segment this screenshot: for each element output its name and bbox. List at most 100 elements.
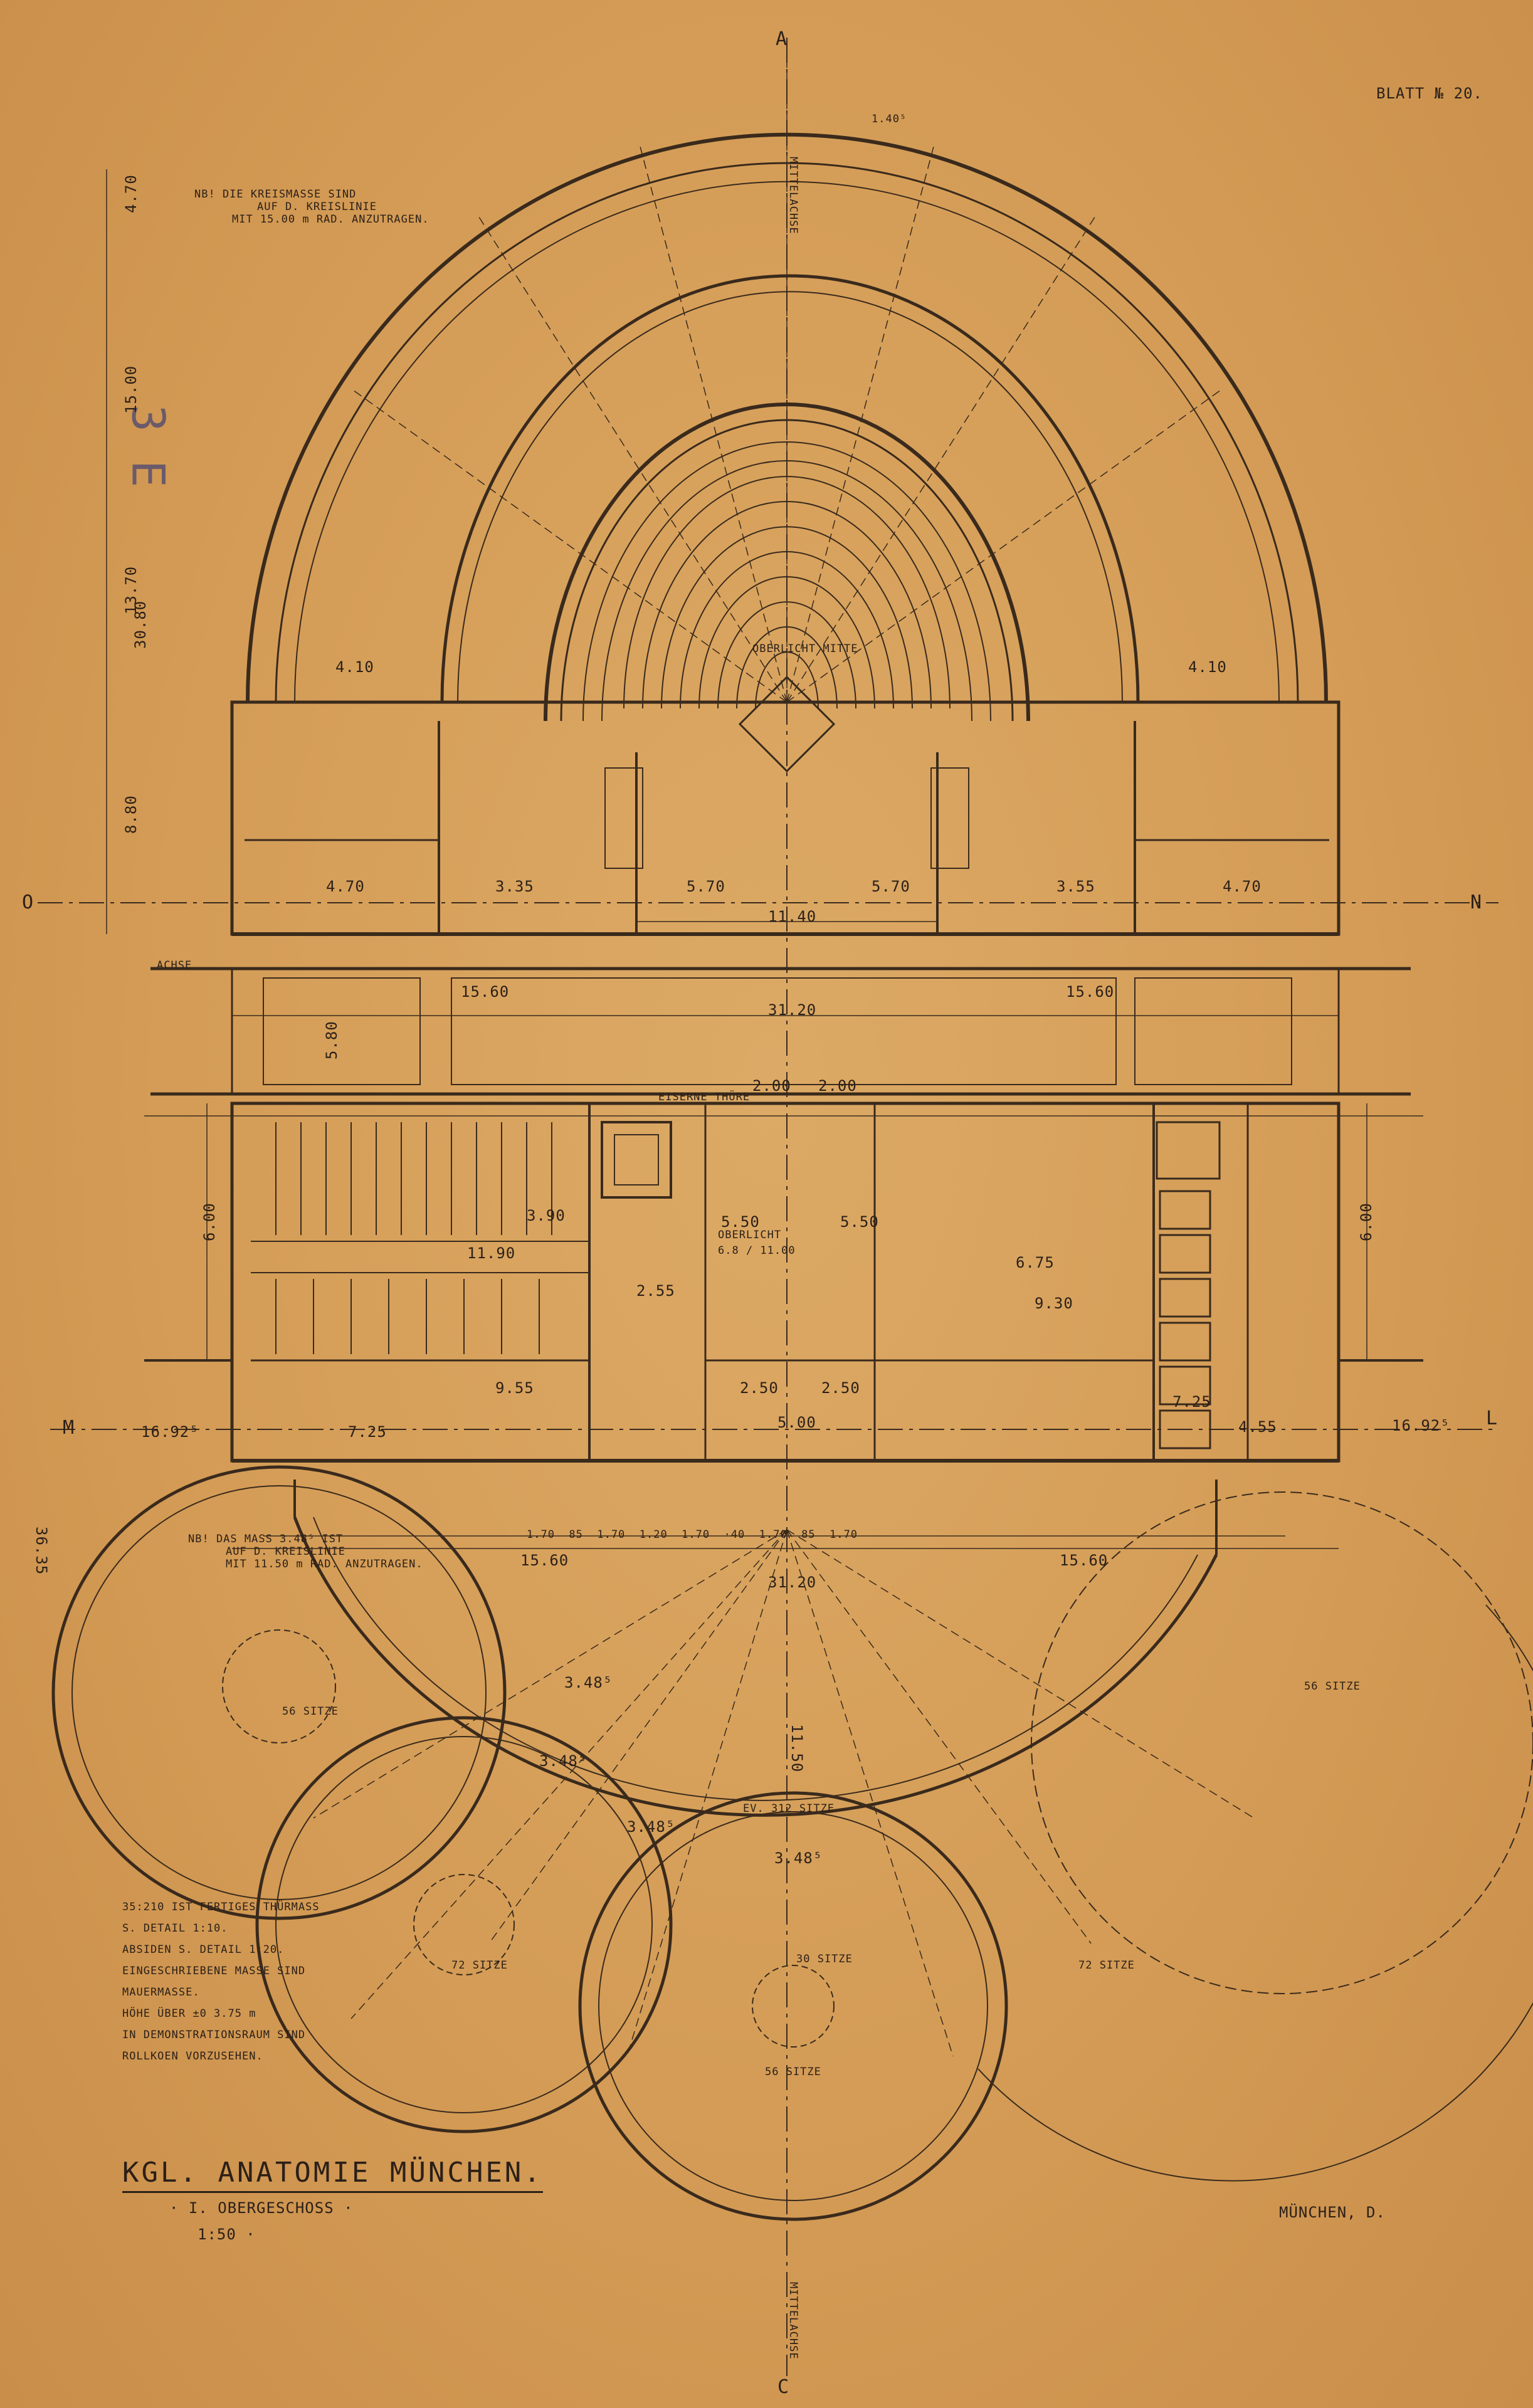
dim-3-90: 3.90 bbox=[527, 1207, 566, 1224]
lower-left-small-hall bbox=[255, 1716, 673, 2133]
dim-6-00-left: 6.00 bbox=[201, 1202, 218, 1241]
dim-5-50-right: 5.50 bbox=[840, 1213, 879, 1231]
right-apse bbox=[1031, 1491, 1533, 1994]
dim-16-92-left: 16.92⁵ bbox=[141, 1423, 199, 1441]
dim-5-50-left: 5.50 bbox=[721, 1213, 760, 1231]
lower-radial-lines bbox=[313, 1529, 1255, 2057]
dim-31-20-bottom: 31.20 bbox=[768, 1574, 817, 1591]
lower-right-apse-arc bbox=[977, 1604, 1533, 2182]
dim-7-25-right: 7.25 bbox=[1172, 1393, 1211, 1411]
mittelachse-bottom-label: MITTELACHSE bbox=[787, 2282, 799, 2360]
dim-30-80: 30.80 bbox=[132, 600, 149, 649]
main-hall-seats: EV. 312 SITZE bbox=[743, 1802, 835, 1815]
dim-5-70-right: 5.70 bbox=[872, 878, 910, 895]
achse-label: ACHSE bbox=[157, 959, 192, 972]
axis-label-top: A bbox=[776, 28, 788, 50]
axis-label-right-upper: N bbox=[1470, 891, 1483, 913]
dim-15-60-bottom-right: 15.60 bbox=[1060, 1552, 1109, 1569]
axis-label-right-lower: L bbox=[1486, 1407, 1499, 1429]
lower-note-line: NB! DAS MASS 3.48⁵ IST bbox=[188, 1533, 344, 1545]
upper-note: NB! DIE KREISMASSE SIND AUF D. KREISLINI… bbox=[194, 188, 429, 226]
dim-3-48-d: 3.48⁵ bbox=[774, 1849, 823, 1867]
dim-15-60-left: 15.60 bbox=[461, 983, 510, 1001]
dim-4-10-left: 4.10 bbox=[335, 658, 374, 676]
dim-6-75: 6.75 bbox=[1016, 1254, 1055, 1271]
legend-line: IN DEMONSTRATIONSRAUM SIND bbox=[122, 2029, 306, 2041]
lower-note-line: AUF D. KREISLINIE bbox=[226, 1545, 345, 1558]
upper-note-line: AUF D. KREISLINIE bbox=[257, 201, 377, 213]
legend-line: MAUERMASSE. bbox=[122, 1986, 200, 1999]
dim-15-60-bottom-left: 15.60 bbox=[520, 1552, 569, 1569]
dim-1-40: 1.40⁵ bbox=[872, 113, 907, 125]
archive-stamp: 3 E bbox=[122, 404, 175, 488]
lower-center-small-hall bbox=[578, 1791, 1008, 2221]
dim-3-48-b: 3.48⁵ bbox=[539, 1752, 588, 1770]
upper-note-line: MIT 15.00 m RAD. ANZUTRAGEN. bbox=[232, 213, 429, 226]
dim-2-55: 2.55 bbox=[636, 1282, 675, 1300]
right-apse-seats: 56 SITZE bbox=[1304, 1680, 1361, 1693]
dim-bay-sequence: 1.70 85 1.70 1.20 1.70 ·40 1.70 85 1.70 bbox=[527, 1528, 858, 1541]
upper-middle-arc bbox=[440, 274, 1140, 703]
legend-line: 35:210 IST FERTIGES THÜRMASS bbox=[122, 1901, 320, 1913]
oberlicht-label: OBERLICHT bbox=[718, 1229, 782, 1241]
dim-3-55: 3.55 bbox=[1056, 878, 1095, 895]
legend-line: ABSIDEN S. DETAIL 1:20. bbox=[122, 1943, 285, 1956]
upper-wing-walls bbox=[230, 700, 1341, 936]
right-hall-seats: 72 SITZE bbox=[1078, 1959, 1135, 1972]
left-hall-seats: 72 SITZE bbox=[451, 1959, 508, 1972]
lower-note-line: MIT 11.50 m RAD. ANZUTRAGEN. bbox=[226, 1558, 423, 1570]
legend-line: HÖHE ÜBER ±0 3.75 m bbox=[122, 2007, 256, 2020]
dim-9-30: 9.30 bbox=[1035, 1295, 1073, 1312]
dim-2-50-left: 2.50 bbox=[740, 1379, 779, 1397]
left-apse-seats: 56 SITZE bbox=[282, 1705, 339, 1718]
iron-door-label: EISERNE THÜRE bbox=[658, 1091, 751, 1103]
dim-4-70-left: 4.70 bbox=[326, 878, 365, 895]
dim-4-70-right: 4.70 bbox=[1223, 878, 1262, 895]
dim-5-80: 5.80 bbox=[323, 1021, 340, 1059]
place-label: MÜNCHEN, D. bbox=[1279, 2204, 1386, 2221]
dim-5-70-left: 5.70 bbox=[687, 878, 725, 895]
dim-15-60-right: 15.60 bbox=[1066, 983, 1115, 1001]
dim-5-00: 5.00 bbox=[777, 1414, 816, 1431]
central-corridor bbox=[150, 967, 1411, 1096]
legend-notes: 35:210 IST FERTIGES THÜRMASS S. DETAIL 1… bbox=[122, 1896, 320, 2067]
dim-2-00-left: 2.00 bbox=[752, 1077, 791, 1095]
dim-36-35: 36.35 bbox=[33, 1527, 50, 1575]
dim-7-25-left: 7.25 bbox=[348, 1423, 387, 1441]
legend-line: ROLLKOEN VORZUSEHEN. bbox=[122, 2050, 263, 2063]
dim-2-00-right: 2.00 bbox=[818, 1077, 857, 1095]
center-hall-seats-2: 30 SITZE bbox=[796, 1953, 853, 1965]
legend-line: S. DETAIL 1:10. bbox=[122, 1922, 228, 1935]
drawing-title: KGL. ANATOMIE MÜNCHEN. bbox=[122, 2157, 543, 2193]
dimension-lines bbox=[106, 169, 1423, 1549]
axis-label-bottom: C bbox=[777, 2376, 790, 2398]
left-apse bbox=[51, 1465, 507, 1920]
dim-16-92-right: 16.92⁵ bbox=[1392, 1417, 1450, 1434]
skylight-diamond bbox=[738, 675, 836, 773]
mittelachse-top-label: MITTELACHSE bbox=[787, 157, 799, 234]
upper-note-line: NB! DIE KREISMASSE SIND bbox=[194, 188, 357, 201]
scale-label: 1:50 · bbox=[198, 2226, 256, 2243]
dim-11-40: 11.40 bbox=[768, 908, 817, 925]
dim-9-55: 9.55 bbox=[495, 1379, 534, 1397]
dim-4-70-top: 4.70 bbox=[122, 174, 140, 213]
storage-stalls bbox=[275, 1122, 552, 1354]
lower-note: NB! DAS MASS 3.48⁵ IST AUF D. KREISLINIE… bbox=[188, 1533, 423, 1570]
axis-label-left-upper: O bbox=[22, 891, 34, 913]
lower-block-walls bbox=[144, 1101, 1423, 1463]
floor-label: · I. OBERGESCHOSS · bbox=[169, 2199, 354, 2217]
dim-15-00: 15.00 bbox=[122, 365, 140, 414]
oberlicht-dimension: 6.8 / 11.00 bbox=[718, 1244, 796, 1257]
center-hall-seats: 56 SITZE bbox=[765, 2066, 821, 2078]
dim-4-55: 4.55 bbox=[1238, 1418, 1277, 1436]
dim-3-48-c: 3.48⁵ bbox=[627, 1818, 676, 1836]
dim-6-00-right: 6.00 bbox=[1357, 1202, 1375, 1241]
legend-line: EINGESCHRIEBENE MASSE SIND bbox=[122, 1965, 306, 1977]
dim-11-50: 11.50 bbox=[788, 1724, 806, 1773]
dim-3-48-a: 3.48⁵ bbox=[564, 1674, 613, 1691]
dim-2-50-right: 2.50 bbox=[821, 1379, 860, 1397]
dim-11-90: 11.90 bbox=[467, 1244, 516, 1262]
axis-label-left-lower: M bbox=[63, 1417, 75, 1439]
